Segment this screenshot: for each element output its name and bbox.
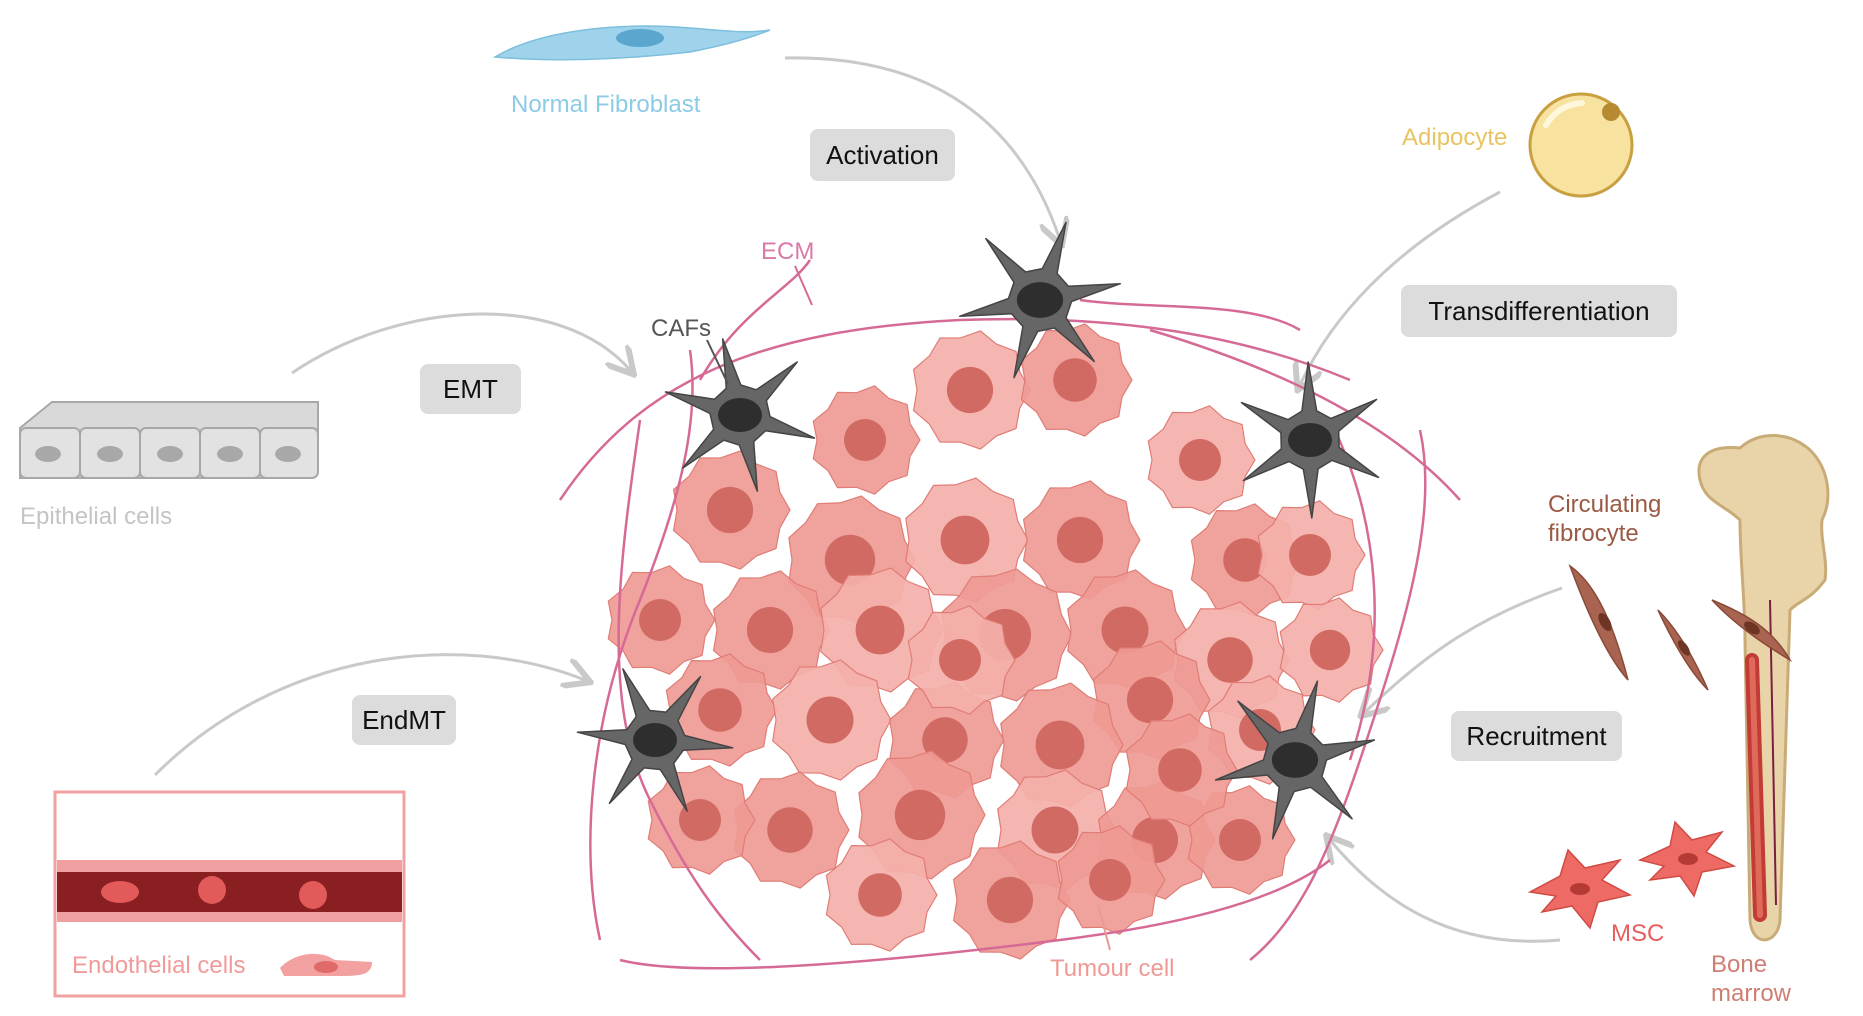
arrows <box>153 56 1563 943</box>
tumour-cell <box>672 450 791 570</box>
tumour-cell <box>1257 500 1366 610</box>
tumour-cell <box>647 765 756 875</box>
tumour-cell <box>912 330 1031 450</box>
endothelial-vessel-icon <box>53 790 406 998</box>
tumour-cell <box>733 771 850 889</box>
tumour-cell <box>607 565 716 675</box>
caf-cell <box>1214 680 1376 840</box>
epithelial-cells-label: Epithelial cells <box>20 503 173 530</box>
circulating-fibrocyte-label: Circulating fibrocyte <box>1548 491 1661 549</box>
tumour-cell <box>812 385 921 495</box>
circulating-label-line2: fibrocyte <box>1548 519 1639 547</box>
caf-cell <box>576 668 734 812</box>
tumour-cell <box>1125 713 1238 827</box>
bone-marrow-label-line1: Bone <box>1711 951 1768 978</box>
normal-fibroblast-label: Normal Fibroblast <box>511 91 701 118</box>
adipocyte-icon <box>1528 92 1634 198</box>
adipocyte-label: Adipocyte <box>1402 124 1508 151</box>
transdifferentiation-box: Transdifferentiation <box>1401 285 1677 337</box>
epithelial-cells-icon <box>19 401 319 479</box>
tumour-cell <box>1279 597 1384 703</box>
ecm-label: ECM <box>761 238 815 265</box>
caf-cell <box>1240 361 1380 519</box>
bone-marrow-label: Bone marrow <box>1711 951 1791 1009</box>
tumour-cell <box>952 840 1071 960</box>
tumour-cell <box>1187 785 1296 895</box>
activation-box: Activation <box>810 129 955 181</box>
endothelial-cells-label: Endothelial cells <box>72 952 246 979</box>
circulating-label-line1: Circulating <box>1548 491 1662 518</box>
tumour-cell <box>712 570 831 690</box>
tumour-cell <box>1147 405 1256 515</box>
bone-marrow-icon <box>1697 434 1830 942</box>
caf-cells <box>576 221 1380 840</box>
endmt-box: EndMT <box>352 695 456 745</box>
caf-cell <box>958 221 1122 379</box>
tumour-cell-label: Tumour cell <box>1050 955 1175 982</box>
recruitment-box: Recruitment <box>1451 711 1622 761</box>
label-leaders <box>706 265 1111 951</box>
tumour-cell <box>825 838 938 952</box>
tumour-cell <box>772 659 892 781</box>
ecm-fibres <box>558 259 1461 970</box>
caf-cell <box>664 338 816 492</box>
tumour-cell <box>1022 480 1141 600</box>
tumour-cell <box>907 605 1016 715</box>
msc-icons <box>1527 820 1737 930</box>
tumour-mass <box>607 323 1384 960</box>
tumour-cell <box>1020 323 1133 437</box>
tumour-cell <box>1057 825 1166 935</box>
cafs-label: CAFs <box>651 315 711 342</box>
msc-label: MSC <box>1611 920 1665 947</box>
normal-fibroblast-icon <box>492 25 771 61</box>
circulating-fibrocyte-icons <box>1568 564 1793 691</box>
tumour-cell <box>1000 682 1124 808</box>
bone-marrow-label-line2: marrow <box>1711 979 1792 1007</box>
emt-box: EMT <box>420 364 521 414</box>
